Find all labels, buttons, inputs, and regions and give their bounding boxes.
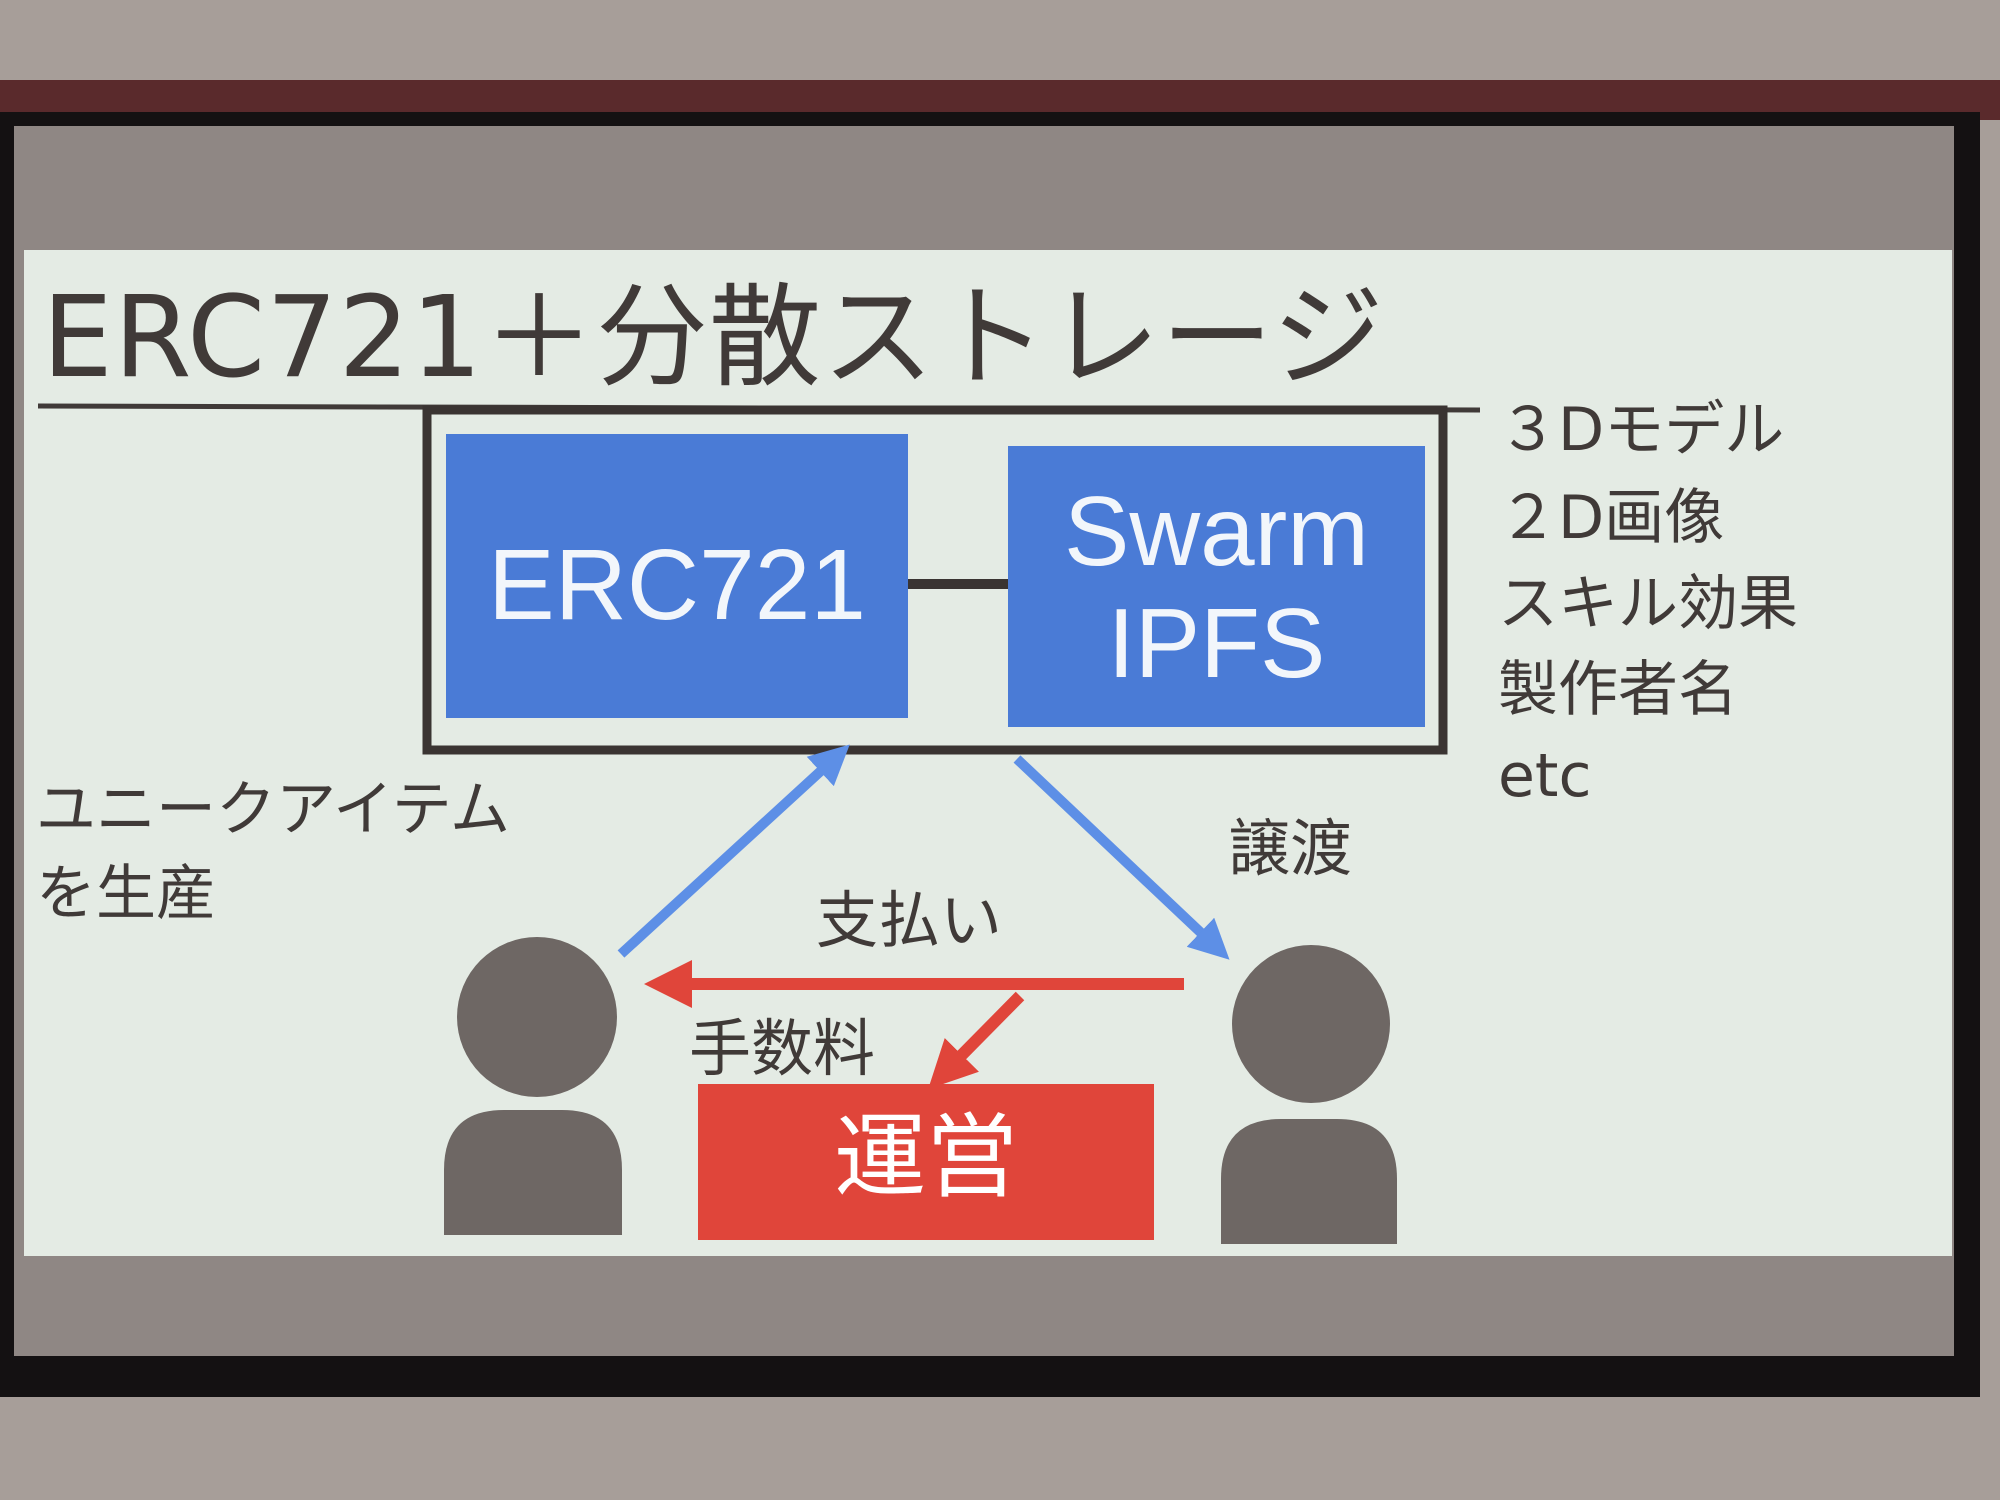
payment-label: 支払い (816, 884, 1003, 957)
operator-box (698, 1084, 1154, 1240)
erc721-label: ERC721 (488, 529, 866, 641)
producer-label-line1: ユニークアイテム (36, 775, 510, 845)
stored-item: 製作者名 (1498, 655, 1738, 725)
produce-arrow (617, 744, 850, 958)
transfer-label: 譲渡 (1228, 812, 1353, 885)
system-outer-box (422, 405, 1448, 755)
person-left-icon (444, 937, 622, 1235)
stored-item: ３Dモデル (1498, 395, 1785, 465)
person-right-icon (1221, 945, 1397, 1244)
stored-item: ２D画像 (1498, 483, 1725, 553)
slide-title: ERC721＋分散ストレージ (42, 273, 1385, 403)
stored-item: スキル効果 (1498, 569, 1798, 639)
storage-label-swarm: Swarm (1064, 476, 1369, 586)
stored-item: etc (1498, 741, 1592, 811)
operator-label: 運営 (833, 1104, 1018, 1211)
producer-label-line2: を生産 (36, 859, 216, 929)
storage-label-ipfs: IPFS (1107, 588, 1326, 698)
storage-box (1008, 446, 1425, 727)
transfer-arrow (1013, 755, 1230, 960)
fee-arrow (928, 991, 1025, 1090)
fee-label: 手数料 (689, 1012, 876, 1085)
erc721-box (446, 434, 908, 718)
